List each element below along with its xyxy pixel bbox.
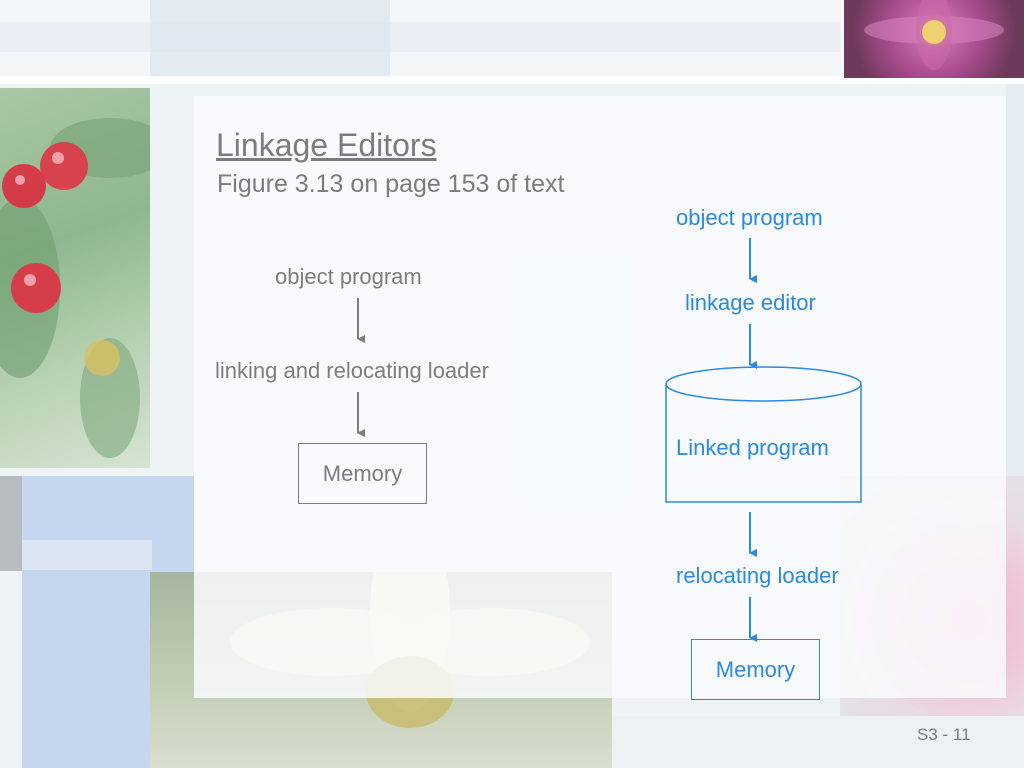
right-object-program-label: object program (676, 205, 823, 231)
left-linking-loader-label: linking and relocating loader (215, 358, 489, 384)
right-relocating-loader-label: relocating loader (676, 563, 839, 589)
right-linkage-editor-label: linkage editor (685, 290, 816, 316)
linked-program-cylinder-top (666, 367, 861, 401)
linked-program-label: Linked program (676, 435, 829, 461)
right-memory-box: Memory (691, 639, 820, 700)
slide-number: S3 - 11 (917, 725, 971, 745)
left-memory-box: Memory (298, 443, 427, 504)
left-object-program-label: object program (275, 264, 422, 290)
